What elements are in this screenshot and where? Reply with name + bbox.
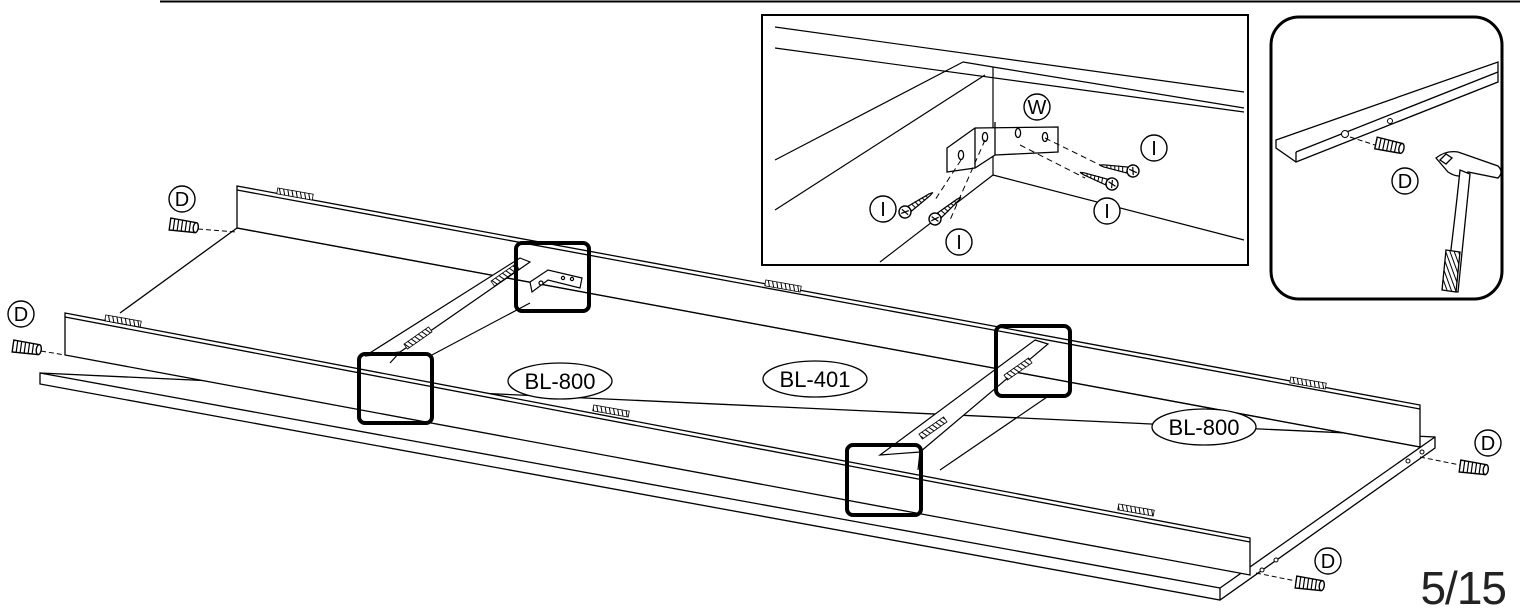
screw-label-1: I bbox=[1151, 138, 1157, 160]
page-number: 5/15 bbox=[1420, 562, 1507, 614]
hammer-icon bbox=[1435, 150, 1502, 293]
dowel-label-2: D bbox=[14, 304, 28, 326]
bracket-label: W bbox=[1028, 97, 1047, 119]
screw-label-2: I bbox=[1104, 201, 1110, 223]
panel-label-right: BL-800 bbox=[1169, 415, 1240, 440]
dowel-top-left bbox=[168, 217, 238, 235]
front-rail bbox=[64, 312, 1251, 576]
panel-label-middle: BL-401 bbox=[780, 367, 851, 392]
rail-markers bbox=[104, 187, 1327, 517]
bracket-small bbox=[529, 269, 583, 294]
edge-holes bbox=[1259, 449, 1425, 573]
dowel-label-3: D bbox=[1481, 433, 1495, 455]
screw-label-3: I bbox=[880, 199, 886, 221]
dowel-label-4: D bbox=[1321, 551, 1335, 573]
detail-panel-bracket: W I I I I bbox=[761, 14, 1249, 266]
detail-callouts bbox=[357, 241, 1072, 517]
dowel-callouts bbox=[7, 185, 1502, 575]
dowel-label-1: D bbox=[175, 189, 189, 211]
screw-label-4: I bbox=[956, 232, 962, 254]
dowel-bottom-right bbox=[1255, 572, 1326, 593]
dowel-label-detail: D bbox=[1398, 171, 1412, 193]
dowel-right bbox=[1419, 456, 1490, 477]
dowel-left bbox=[11, 339, 66, 357]
panel-label-left: BL-800 bbox=[525, 369, 596, 394]
detail-panel-dowel: D bbox=[1269, 15, 1504, 301]
